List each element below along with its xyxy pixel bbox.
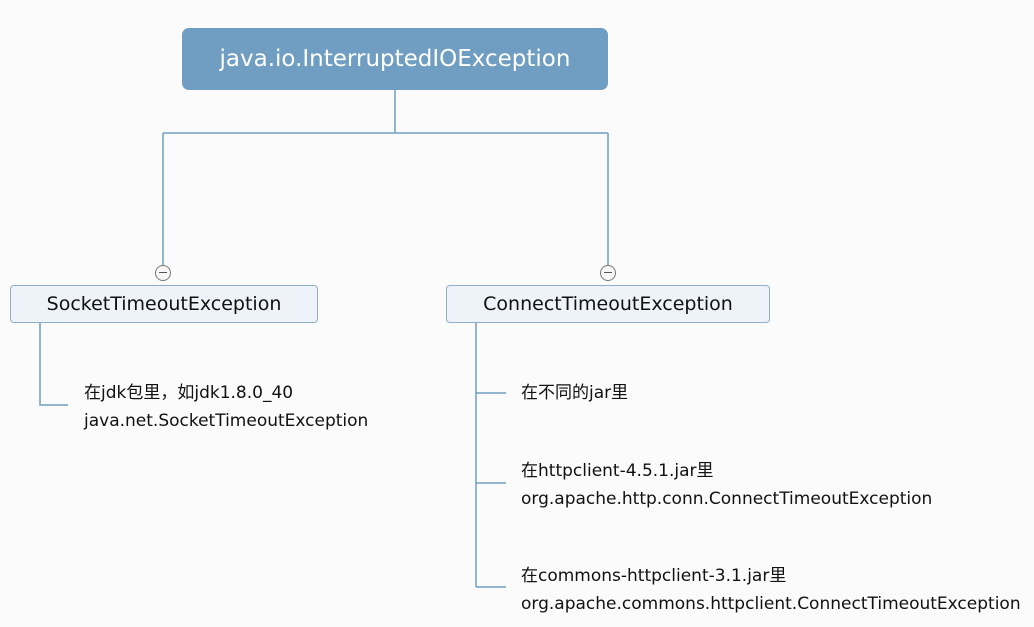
leaf-line: 在httpclient-4.5.1.jar里 (521, 461, 714, 481)
leaf-httpclient-451[interactable]: 在httpclient-4.5.1.jar里 org.apache.http.c… (521, 457, 932, 513)
leaf-socket-timeout-jdk[interactable]: 在jdk包里，如jdk1.8.0_40 java.net.SocketTimeo… (84, 379, 368, 435)
left-leaf-connector (39, 323, 68, 406)
leaf-line: 在不同的jar里 (521, 383, 629, 403)
topic-socket-timeout-exception[interactable]: SocketTimeoutException (10, 285, 318, 323)
leaf-commons-httpclient-31[interactable]: 在commons-httpclient-3.1.jar里 org.apache.… (521, 562, 1021, 618)
leaf-line: org.apache.http.conn.ConnectTimeoutExcep… (521, 489, 933, 509)
leaf-line: org.apache.commons.httpclient.ConnectTim… (521, 594, 1021, 614)
root-topic-label: java.io.InterruptedIOException (219, 46, 571, 72)
topic-connect-timeout-exception[interactable]: ConnectTimeoutException (446, 285, 770, 323)
topic-label: SocketTimeoutException (46, 293, 282, 315)
leaf-line: 在commons-httpclient-3.1.jar里 (521, 566, 787, 586)
leaf-line: 在jdk包里，如jdk1.8.0_40 (84, 383, 294, 403)
topic-label: ConnectTimeoutException (483, 293, 733, 315)
root-topic[interactable]: java.io.InterruptedIOException (182, 28, 608, 90)
collapse-minus-icon[interactable] (600, 265, 616, 281)
leaf-different-jars[interactable]: 在不同的jar里 (521, 379, 628, 407)
collapse-minus-icon[interactable] (155, 265, 171, 281)
leaf-line: java.net.SocketTimeoutException (84, 411, 369, 431)
